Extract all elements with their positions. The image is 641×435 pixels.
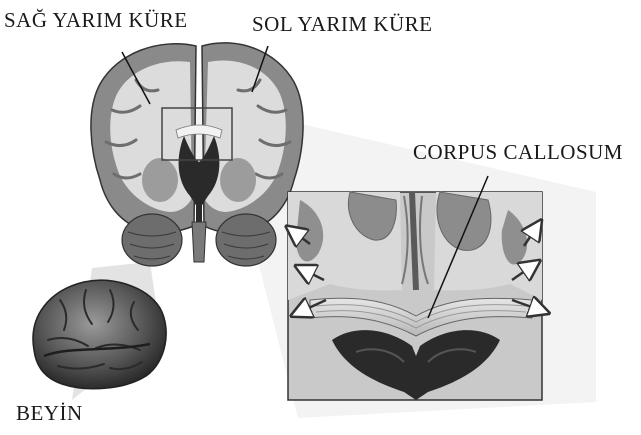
zoom-panel <box>288 192 542 400</box>
label-right-hemisphere: SAĞ YARIM KÜRE <box>4 10 188 31</box>
label-left-hemisphere: SOL YARIM KÜRE <box>252 14 432 35</box>
coronal-cerebellum-left <box>122 214 182 266</box>
label-corpus-callosum: CORPUS CALLOSUM <box>413 142 623 163</box>
whole-brain <box>33 280 166 388</box>
label-brain: BEYİN <box>16 403 83 424</box>
coronal-cerebellum-right <box>216 214 276 266</box>
